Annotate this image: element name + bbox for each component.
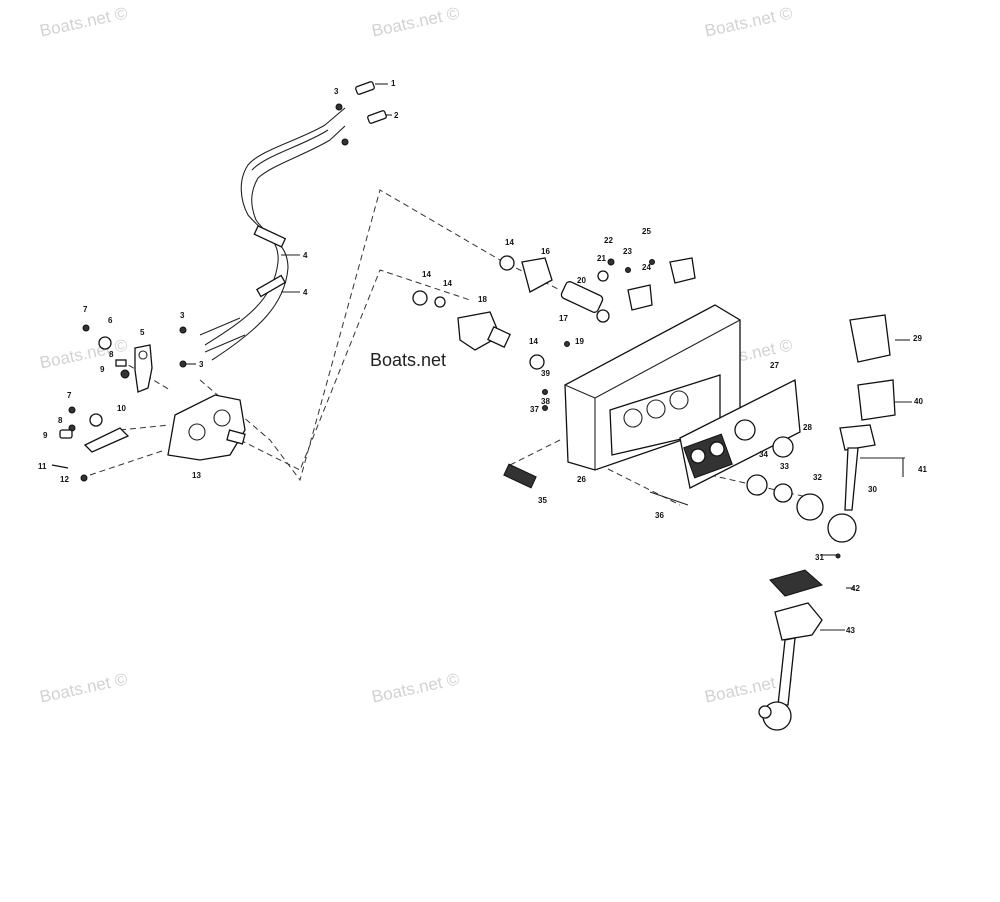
part-number: 5 — [140, 328, 145, 337]
part-number: 34 — [759, 450, 768, 459]
part-number: 10 — [117, 404, 126, 413]
control-box — [503, 304, 801, 506]
part-number: 38 — [541, 397, 550, 406]
part-number: 29 — [913, 334, 922, 343]
part-number: 22 — [604, 236, 613, 245]
part-number: 3 — [334, 87, 339, 96]
part-number: 19 — [575, 337, 584, 346]
part-number: 4 — [303, 288, 308, 297]
part-number: 7 — [67, 391, 72, 400]
cable-end-fittings — [179, 81, 387, 368]
part-number: 14 — [443, 279, 452, 288]
part-number: 9 — [43, 431, 48, 440]
leader-lines — [186, 83, 912, 631]
part-number: 35 — [538, 496, 547, 505]
part-number: 3 — [199, 360, 204, 369]
part-number: 24 — [642, 263, 651, 272]
part-number: 18 — [478, 295, 487, 304]
part-number: 26 — [577, 475, 586, 484]
part-number: 11 — [38, 462, 47, 471]
part-number: 36 — [655, 511, 664, 520]
brand-label: Boats.net — [370, 350, 447, 370]
part-number: 23 — [623, 247, 632, 256]
part-number: 33 — [780, 462, 789, 471]
part-number: 14 — [505, 238, 514, 247]
part-number: 25 — [642, 227, 651, 236]
part-number: 41 — [918, 465, 927, 474]
part-number: 39 — [541, 369, 550, 378]
part-number: 20 — [577, 276, 586, 285]
part-number: 1 — [391, 79, 396, 88]
handle-assembly — [746, 314, 904, 731]
part-number: 13 — [192, 471, 201, 480]
part-number: 8 — [109, 350, 114, 359]
part-number: 28 — [803, 423, 812, 432]
part-number: 32 — [813, 473, 822, 482]
part-number: 2 — [394, 111, 399, 120]
part-number: 4 — [303, 251, 308, 260]
shaft-assemblies — [412, 255, 696, 411]
part-number: 21 — [597, 254, 606, 263]
part-number: 27 — [770, 361, 779, 370]
part-number: 9 — [100, 365, 105, 374]
part-number: 16 — [541, 247, 550, 256]
part-number: 17 — [559, 314, 568, 323]
part-number: 37 — [530, 405, 539, 414]
part-number: 3 — [180, 311, 185, 320]
part-number: 6 — [108, 316, 113, 325]
control-linkage — [51, 324, 246, 482]
part-number: 30 — [868, 485, 877, 494]
part-number: 40 — [914, 397, 923, 406]
throttle-shift-cables — [199, 107, 346, 361]
part-number: 14 — [422, 270, 431, 279]
part-number: 12 — [60, 475, 69, 484]
part-number: 43 — [846, 626, 855, 635]
part-number: 7 — [83, 305, 88, 314]
part-number: 14 — [529, 337, 538, 346]
part-number: 8 — [58, 416, 63, 425]
part-number: 31 — [815, 553, 824, 562]
part-number: 42 — [851, 584, 860, 593]
